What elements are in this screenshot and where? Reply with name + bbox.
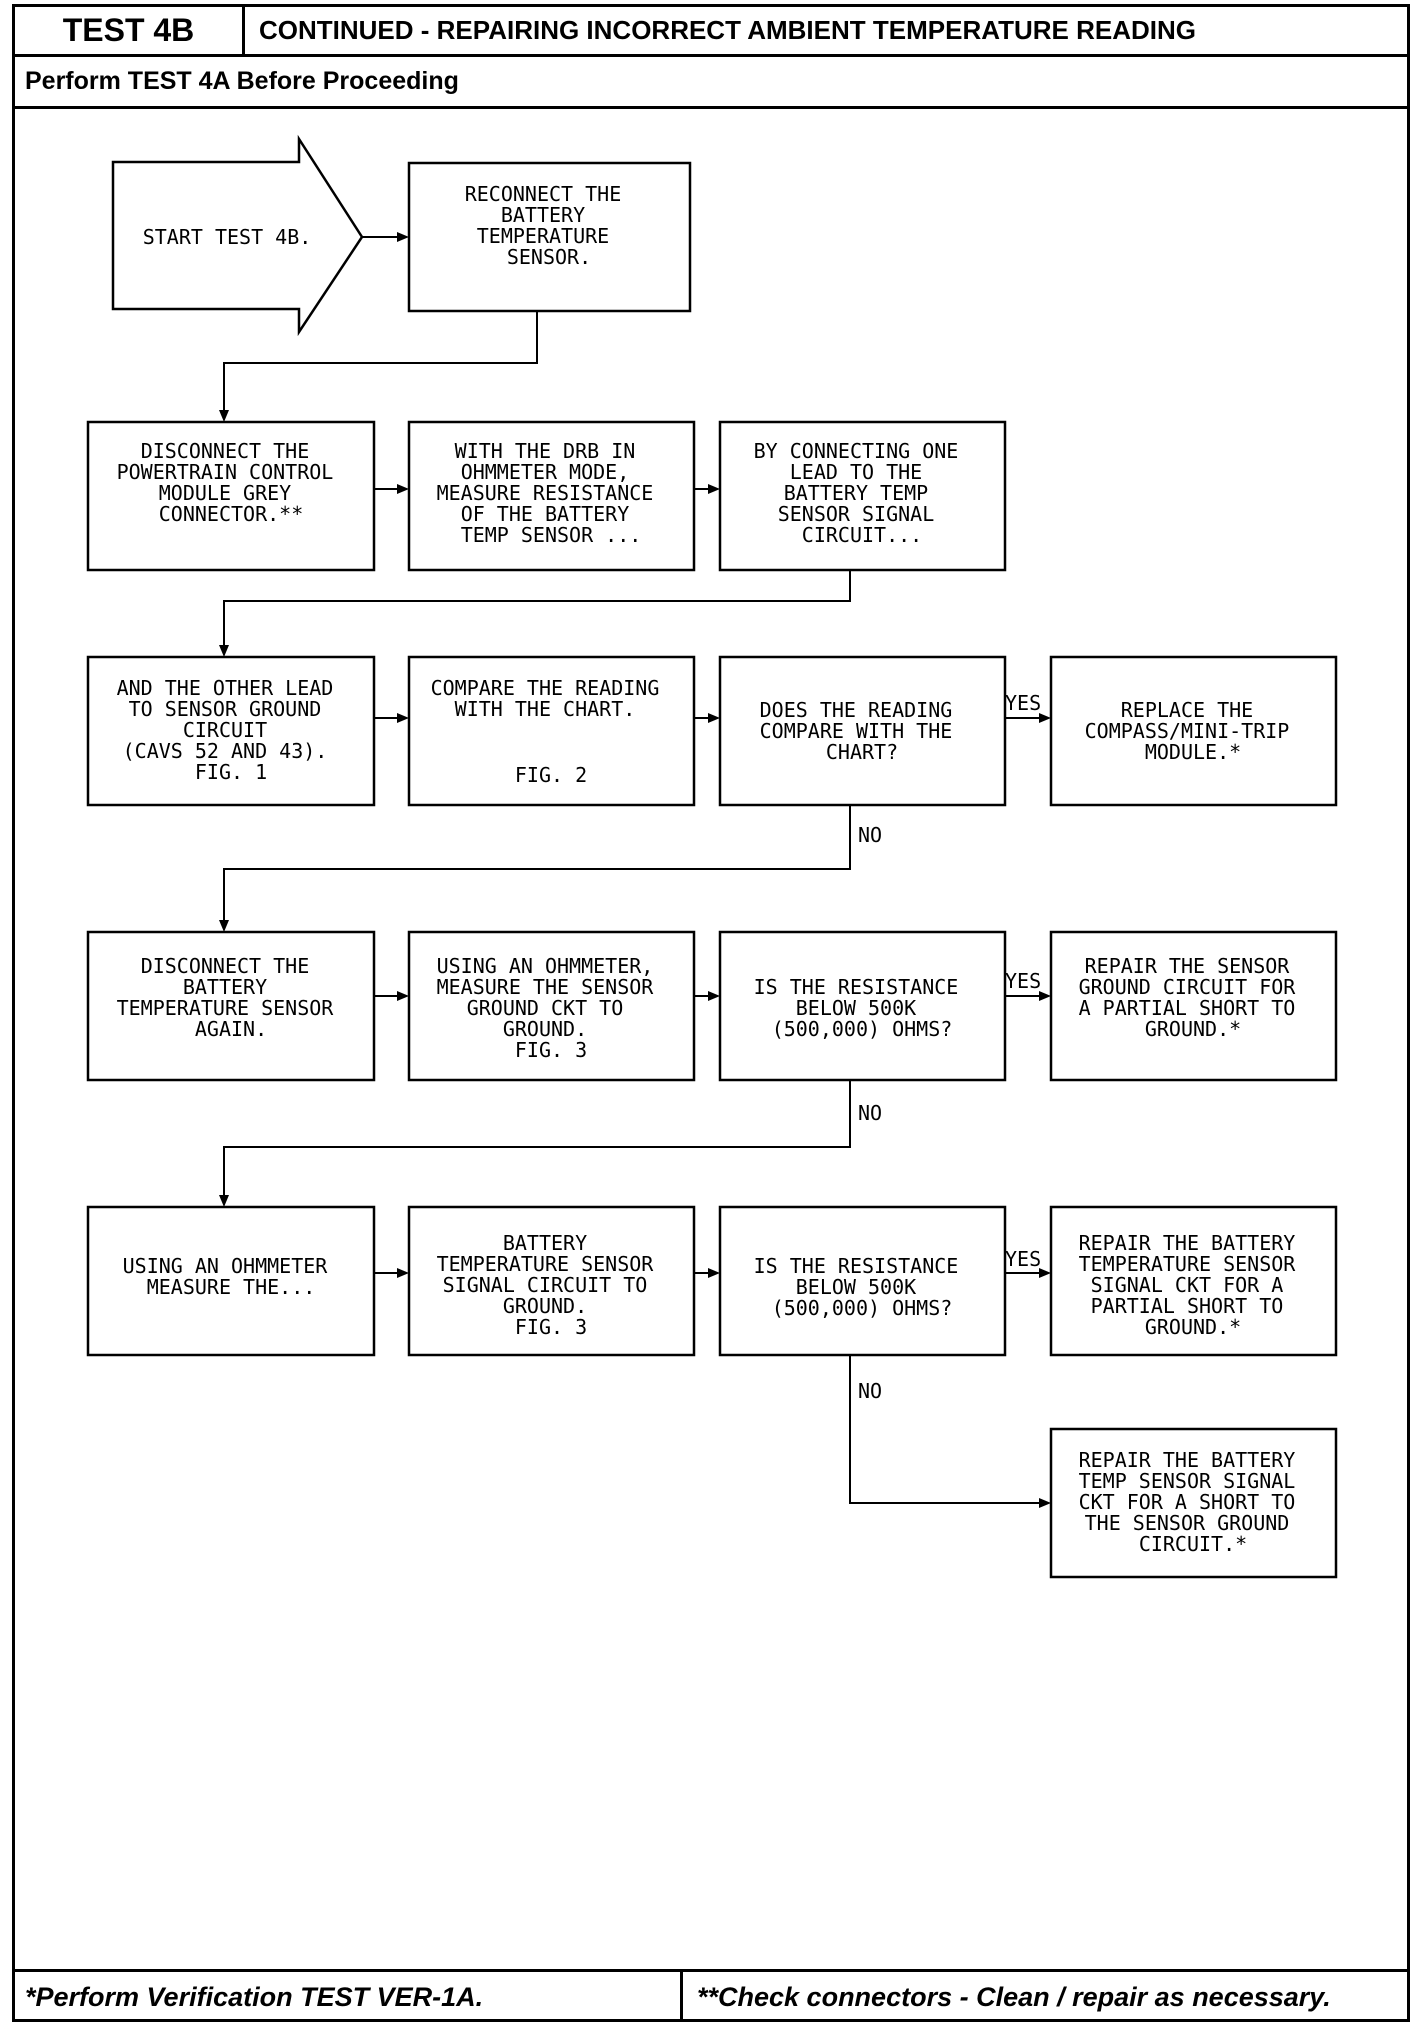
arrowheads	[219, 232, 1051, 1508]
footer-verification-note: *Perform Verification TEST VER-1A.	[15, 1969, 683, 2022]
compare-chart-text: COMPARE THE READING WITH THE CHART. FIG.…	[431, 676, 672, 787]
other-lead-text: AND THE OTHER LEAD TO SENSOR GROUND CIRC…	[117, 676, 346, 784]
no-label-1: NO	[858, 823, 882, 847]
resistance-decision-text-1: IS THE RESISTANCE BELOW 500K (500,000) O…	[754, 975, 971, 1041]
measure-the-text: USING AN OHMMETER MEASURE THE...	[123, 1254, 340, 1299]
flowchart: START TEST 4B. RECONNECT THE BATTERY TEM…	[86, 134, 1338, 1579]
signal-to-ground-box	[407, 1205, 696, 1357]
repair-signal-partial-box	[1049, 1205, 1338, 1357]
compare-chart-box	[407, 655, 696, 807]
reconnect-sensor-box	[407, 161, 692, 313]
drb-ohmmeter-text: WITH THE DRB IN OHMMETER MODE, MEASURE R…	[437, 439, 666, 547]
disconnect-sensor-box	[86, 930, 376, 1082]
measure-the-box	[86, 1205, 376, 1357]
no-label-3: NO	[858, 1379, 882, 1403]
yes-label-3: YES	[1005, 1247, 1041, 1271]
connect-lead-text: BY CONNECTING ONE LEAD TO THE BATTERY TE…	[754, 439, 971, 547]
start-arrow-shape	[111, 134, 364, 337]
drb-ohmmeter-box	[407, 420, 696, 572]
disconnect-sensor-text: DISCONNECT THE BATTERY TEMPERATURE SENSO…	[117, 954, 346, 1041]
resistance-decision-text-2: IS THE RESISTANCE BELOW 500K (500,000) O…	[754, 1254, 971, 1320]
yes-label-1: YES	[1005, 691, 1041, 715]
measure-ground-text: USING AN OHMMETER, MEASURE THE SENSOR GR…	[437, 954, 666, 1062]
page-title: CONTINUED - REPAIRING INCORRECT AMBIENT …	[245, 7, 1407, 57]
resistance-decision-box-2	[718, 1205, 1007, 1357]
page-frame: TEST 4B CONTINUED - REPAIRING INCORRECT …	[12, 4, 1410, 2022]
signal-to-ground-text: BATTERY TEMPERATURE SENSOR SIGNAL CIRCUI…	[437, 1231, 666, 1339]
replace-module-box	[1049, 655, 1338, 807]
repair-signal-partial-text: REPAIR THE BATTERY TEMPERATURE SENSOR SI…	[1079, 1231, 1308, 1339]
measure-ground-box	[407, 930, 696, 1082]
start-node-text: START TEST 4B.	[143, 225, 312, 249]
reconnect-sensor-text: RECONNECT THE BATTERY TEMPERATURE SENSOR…	[465, 182, 634, 269]
resistance-decision-box-1	[718, 930, 1007, 1082]
no-label-2: NO	[858, 1101, 882, 1125]
connect-lead-box	[718, 420, 1007, 572]
repair-ground-text: REPAIR THE SENSOR GROUND CIRCUIT FOR A P…	[1079, 954, 1308, 1041]
test-label: TEST 4B	[15, 7, 245, 57]
reading-decision-box	[718, 655, 1007, 807]
reading-decision-text: DOES THE READING COMPARE WITH THE CHART?	[760, 698, 965, 764]
yes-label-2: YES	[1005, 969, 1041, 993]
repair-ground-box	[1049, 930, 1338, 1082]
repair-signal-short-text: REPAIR THE BATTERY TEMP SENSOR SIGNAL CK…	[1079, 1448, 1308, 1556]
repair-signal-short-box	[1049, 1427, 1338, 1579]
replace-module-text: REPLACE THE COMPASS/MINI-TRIP MODULE.*	[1085, 698, 1302, 764]
other-lead-box	[86, 655, 376, 807]
disconnect-pcm-box	[86, 420, 376, 572]
prerequisite-note: Perform TEST 4A Before Proceeding	[15, 57, 1407, 109]
disconnect-pcm-text: DISCONNECT THE POWERTRAIN CONTROL MODULE…	[117, 439, 346, 526]
footer-connector-note: **Check connectors - Clean / repair as n…	[683, 1969, 1407, 2022]
